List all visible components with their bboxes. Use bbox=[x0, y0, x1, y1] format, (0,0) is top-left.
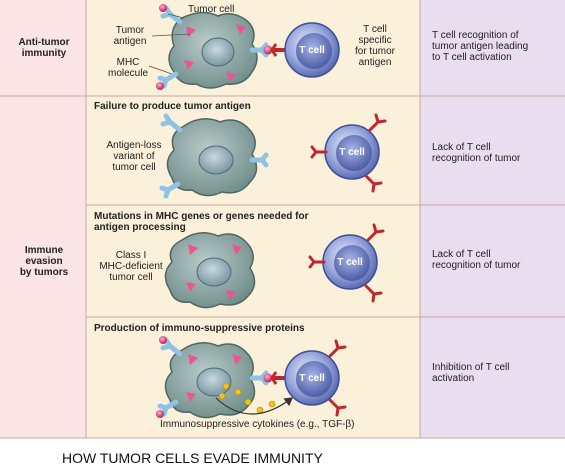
antigen-icon bbox=[226, 72, 236, 82]
row-label-evasion: Immune evasion by tumors bbox=[19, 245, 69, 278]
antigen-icon bbox=[236, 24, 246, 35]
peptide-icon bbox=[156, 82, 164, 90]
figure-caption: HOW TUMOR CELLS EVADE IMMUNITY bbox=[62, 450, 323, 466]
t-cell-label-3: T cell bbox=[337, 257, 363, 268]
mhc-molecule-label: MHC molecule bbox=[107, 57, 149, 79]
outcome-column bbox=[420, 0, 565, 438]
tumor-cell-4 bbox=[164, 342, 256, 419]
peptide-icon bbox=[263, 45, 273, 55]
peptide-icon bbox=[159, 336, 167, 344]
tumor-antigen-label: Tumor antigen bbox=[113, 25, 147, 47]
antigen-icon bbox=[186, 392, 196, 402]
tcr-receptor-icon bbox=[310, 113, 387, 193]
antigen-icon bbox=[188, 354, 198, 365]
t-cell-specific-label: T cell specific for tumor antigen bbox=[354, 24, 395, 68]
cytokine-icon bbox=[218, 382, 276, 414]
outcome-immunosuppressive: Inhibition of T cell activation bbox=[432, 362, 510, 384]
cytokine-label: Immunosuppressive cytokines (e.g., TGF-β… bbox=[160, 419, 355, 430]
t-cell-label-2: T cell bbox=[339, 147, 365, 158]
tumor-cell-1 bbox=[168, 11, 258, 89]
inhibition-arrow bbox=[215, 397, 293, 415]
tcr-receptor-icon bbox=[328, 339, 347, 417]
outcome-mhc: Lack of T cell recognition of tumor bbox=[432, 249, 521, 271]
panel-heading-mhc: Mutations in MHC genes or genes needed f… bbox=[94, 211, 309, 233]
peptide-icon bbox=[263, 373, 273, 383]
peptide-icon bbox=[156, 410, 164, 418]
t-cell-label-1: T cell bbox=[299, 45, 325, 56]
tumor-cell-2 bbox=[166, 118, 258, 197]
tcr-receptor-icon bbox=[308, 223, 385, 303]
t-cell-label-4: T cell bbox=[299, 373, 325, 384]
t-cell-3 bbox=[322, 234, 378, 290]
antigen-icon bbox=[184, 60, 194, 70]
mhc-molecule-icon bbox=[159, 113, 269, 199]
tumor-cell-label: Tumor cell bbox=[188, 4, 235, 15]
panel-heading-immunosuppressive: Production of immuno-suppressive protein… bbox=[94, 323, 305, 334]
mhc-deficient-cell-label: Class I MHC-deficient tumor cell bbox=[99, 250, 163, 283]
outcome-antigen-loss: Lack of T cell recognition of tumor bbox=[432, 142, 521, 164]
outcome-anti-tumor: T cell recognition of tumor antigen lead… bbox=[432, 30, 529, 63]
panel-heading-antigen-loss: Failure to produce tumor antigen bbox=[94, 101, 251, 112]
t-cell-1 bbox=[284, 22, 340, 78]
antigen-icon bbox=[188, 244, 198, 255]
antigen-loss-cell-label: Antigen-loss variant of tumor cell bbox=[106, 140, 162, 173]
antigen-icon bbox=[232, 354, 242, 365]
label-column bbox=[0, 0, 86, 438]
antigen-icon bbox=[226, 290, 236, 300]
peptide-icon bbox=[159, 4, 167, 12]
t-cell-4 bbox=[284, 350, 340, 406]
row-label-anti-tumor: Anti-tumor immunity bbox=[18, 37, 70, 59]
tumor-cell-3 bbox=[164, 232, 256, 309]
t-cell-2 bbox=[324, 124, 380, 180]
antigen-icon bbox=[232, 244, 242, 255]
antigen-icon bbox=[186, 282, 196, 292]
